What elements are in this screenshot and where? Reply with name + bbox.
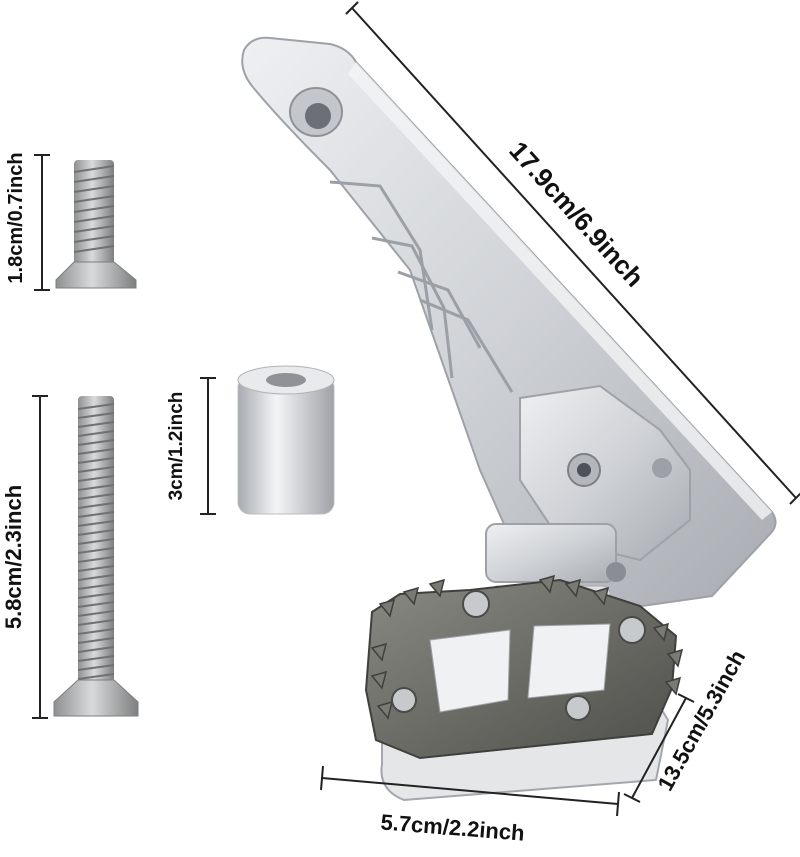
long-screw-label: 5.8cm/2.3inch bbox=[1, 485, 26, 629]
short-screw-dimension bbox=[34, 154, 50, 291]
long-screw bbox=[53, 396, 139, 717]
peg-width-dimension bbox=[320, 765, 620, 817]
spacer-dimension bbox=[200, 377, 216, 515]
arm-length-dimension bbox=[345, 1, 800, 505]
spacer bbox=[237, 365, 335, 515]
peg-width-label: 5.7cm/2.2inch bbox=[380, 809, 526, 845]
short-screw bbox=[55, 160, 137, 289]
short-screw-label: 1.8cm/0.7inch bbox=[5, 152, 27, 283]
peg-depth-dimension bbox=[623, 693, 695, 803]
spacer-label: 3cm/1.2inch bbox=[166, 392, 187, 501]
footpeg-platform bbox=[364, 574, 684, 802]
long-screw-dimension bbox=[32, 395, 48, 719]
footpeg-bracket bbox=[241, 36, 777, 623]
